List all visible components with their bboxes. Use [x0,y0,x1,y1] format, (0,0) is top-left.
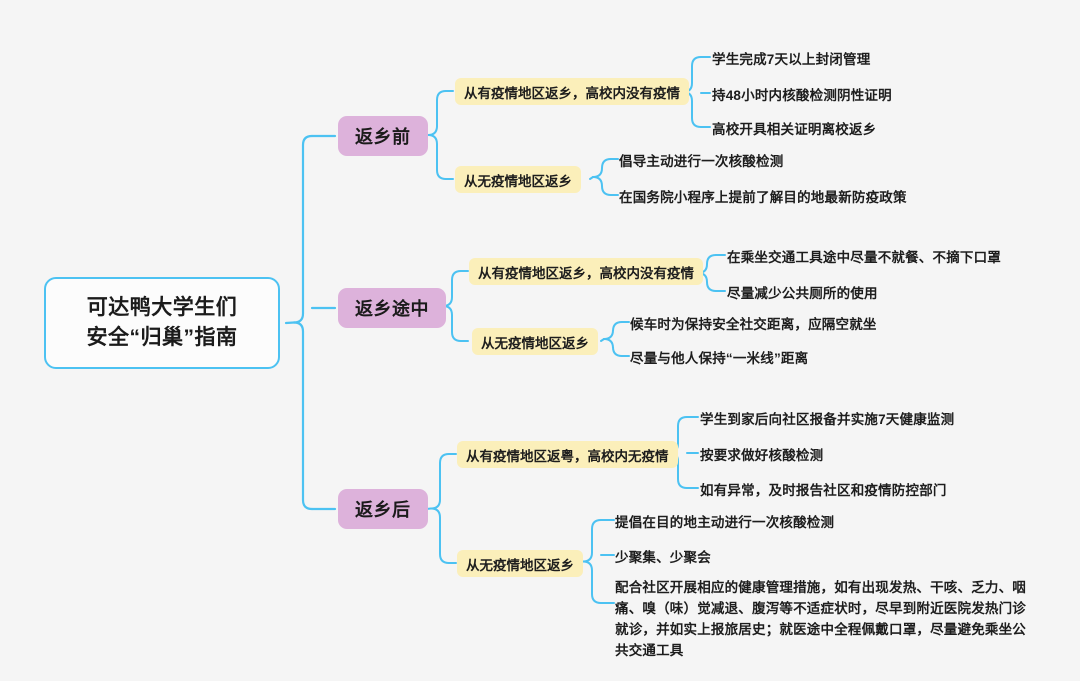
leaf-2-2-1[interactable]: 候车时为保持安全社交距离，应隔空就坐 [630,317,877,332]
leaf-2-1-2[interactable]: 尽量减少公共厕所的使用 [727,286,878,301]
leaf-1-1-3[interactable]: 高校开具相关证明离校返乡 [712,122,877,137]
branch-label: 返乡前 [355,127,411,147]
sub-node-2-1[interactable]: 从有疫情地区返乡，高校内没有疫情 [469,258,703,285]
root-node[interactable]: 可达鸭大学生们 安全“归巢”指南 [44,277,280,369]
branch-node-3[interactable]: 返乡后 [338,489,428,529]
leaf-1-1-2[interactable]: 持48小时内核酸检测阴性证明 [712,88,892,103]
leaf-3-1-1[interactable]: 学生到家后向社区报备并实施7天健康监测 [700,412,955,427]
leaf-3-2-1[interactable]: 提倡在目的地主动进行一次核酸检测 [615,515,835,530]
leaf-2-1-1[interactable]: 在乘坐交通工具途中尽量不就餐、不摘下口罩 [727,250,1001,265]
branch-node-2[interactable]: 返乡途中 [338,288,446,328]
leaf-3-1-3[interactable]: 如有异常，及时报告社区和疫情防控部门 [700,483,947,498]
leaf-1-1-1[interactable]: 学生完成7天以上封闭管理 [712,52,871,67]
sub-node-3-2[interactable]: 从无疫情地区返乡 [457,550,583,577]
branch-label: 返乡后 [355,500,411,520]
sub-node-label: 从有疫情地区返粤，高校内无疫情 [466,448,669,464]
sub-node-label: 从无疫情地区返乡 [464,173,572,189]
sub-node-3-1[interactable]: 从有疫情地区返粤，高校内无疫情 [457,441,678,468]
sub-node-label: 从有疫情地区返乡，高校内没有疫情 [478,265,694,281]
leaf-3-2-3[interactable]: 配合社区开展相应的健康管理措施，如有出现发热、干咳、乏力、咽痛、嗅（味）觉减退、… [615,580,1026,658]
leaf-2-2-2[interactable]: 尽量与他人保持“一米线”距离 [630,351,809,366]
sub-node-1-1[interactable]: 从有疫情地区返乡，高校内没有疫情 [455,78,689,105]
leaf-3-1-2[interactable]: 按要求做好核酸检测 [700,448,824,463]
leaf-3-2-2[interactable]: 少聚集、少聚会 [615,550,711,565]
sub-node-label: 从无疫情地区返乡 [481,335,589,351]
branch-label: 返乡途中 [355,299,429,319]
sub-node-label: 从无疫情地区返乡 [466,557,574,573]
leaf-1-2-2[interactable]: 在国务院小程序上提前了解目的地最新防疫政策 [619,190,907,205]
sub-node-1-2[interactable]: 从无疫情地区返乡 [455,166,581,193]
leaf-1-2-1[interactable]: 倡导主动进行一次核酸检测 [619,154,784,169]
branch-node-1[interactable]: 返乡前 [338,116,428,156]
sub-node-2-2[interactable]: 从无疫情地区返乡 [472,328,598,355]
sub-node-label: 从有疫情地区返乡，高校内没有疫情 [464,85,680,101]
